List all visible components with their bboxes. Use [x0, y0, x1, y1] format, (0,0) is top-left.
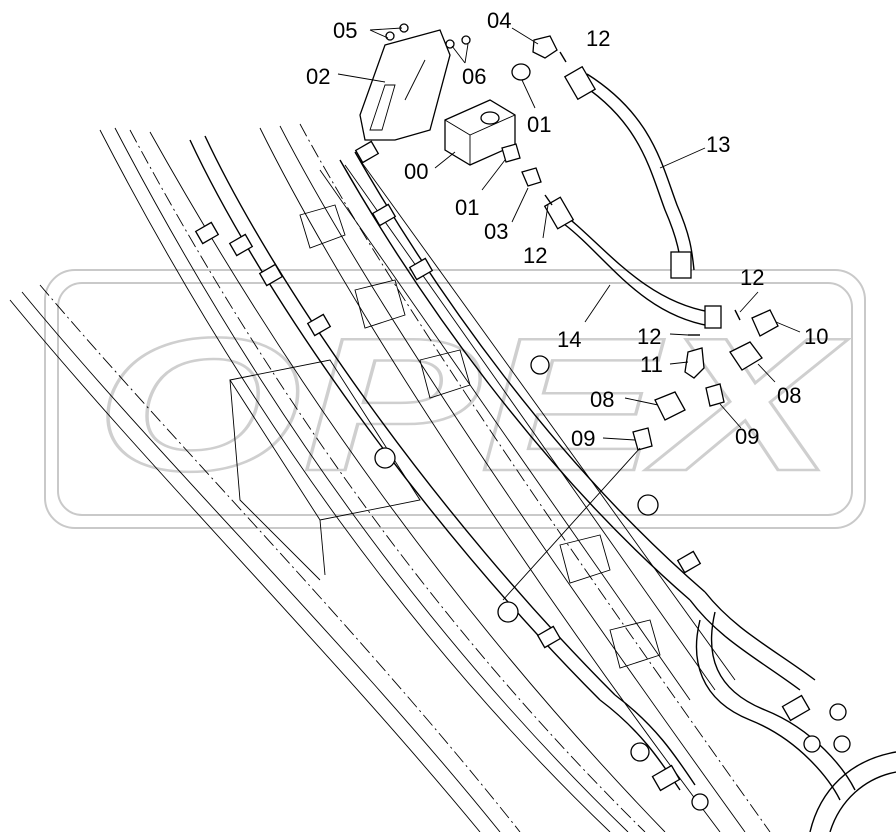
label-14: 14 — [557, 327, 581, 352]
label-09-b: 09 — [735, 424, 759, 449]
label-04: 04 — [487, 8, 511, 33]
plug-09-left — [632, 427, 653, 451]
fitting-10 — [751, 309, 779, 337]
label-00: 00 — [404, 159, 428, 184]
part-labels: 05 04 12 02 06 01 13 00 01 03 12 12 14 1… — [306, 8, 828, 451]
hose-14 — [557, 209, 711, 313]
label-12-mid: 12 — [523, 243, 547, 268]
elbow-11 — [684, 347, 705, 379]
label-08-a: 08 — [590, 387, 614, 412]
block-08-right — [729, 341, 763, 371]
label-01-b: 01 — [455, 195, 479, 220]
frame-rails — [9, 123, 771, 832]
frame-plates — [229, 204, 661, 669]
label-12-top: 12 — [586, 26, 610, 51]
plug-09-right — [705, 383, 725, 407]
label-10: 10 — [804, 324, 828, 349]
label-06: 06 — [462, 64, 486, 89]
label-02: 02 — [306, 64, 330, 89]
label-12-right: 12 — [740, 265, 764, 290]
watermark-text: OPEX — [95, 299, 849, 511]
bracket-02 — [359, 29, 451, 141]
fitting-01-upper — [511, 63, 531, 81]
corner-detail — [809, 751, 896, 832]
fitting-01-lower — [501, 143, 521, 163]
watermark-frame-inner — [57, 282, 853, 516]
label-09-a: 09 — [571, 426, 595, 451]
label-12-low: 12 — [637, 324, 661, 349]
clamps — [194, 140, 851, 811]
watermark-frame — [44, 269, 866, 529]
label-08-b: 08 — [777, 383, 801, 408]
label-01-a: 01 — [527, 112, 551, 137]
leader-lines — [337, 27, 801, 601]
label-13: 13 — [706, 132, 730, 157]
label-05: 05 — [333, 18, 357, 43]
label-11: 11 — [640, 352, 663, 377]
fitting-04 — [532, 35, 558, 59]
label-03: 03 — [484, 219, 508, 244]
fitting-03 — [521, 167, 542, 187]
block-08-left — [654, 391, 686, 421]
